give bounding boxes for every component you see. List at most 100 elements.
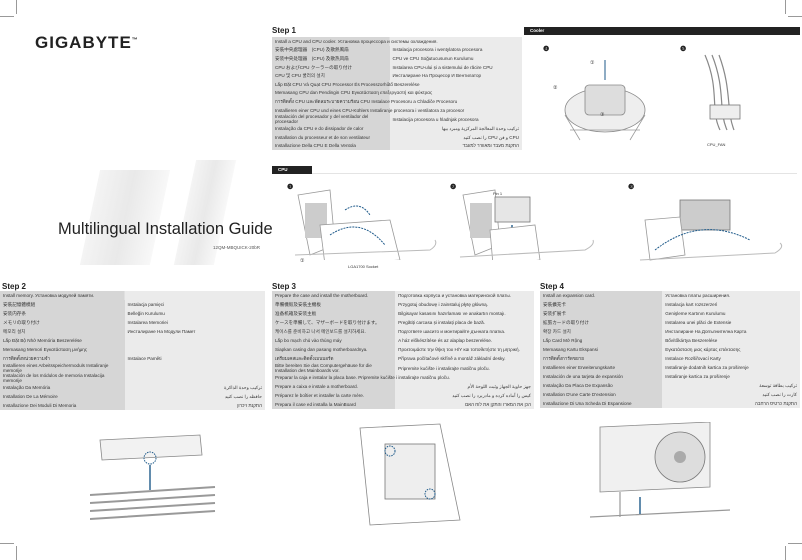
step-number: ❺: [680, 46, 687, 53]
text-row: Install an expansion card.Установка плат…: [540, 291, 800, 300]
page-title: Multilingual Installation Guide: [58, 220, 273, 238]
row-text-left: 케이스를 준비하고 나서 메인보드를 설치하세요.: [272, 327, 396, 336]
row-text-left: Lắp Đặt Bộ Nhớ Memória Beszerelése: [0, 336, 125, 345]
row-text-right: Instalarea unei plăci de Extensie: [662, 318, 800, 327]
row-text-right: [124, 336, 265, 345]
row-text-right: Bővítőkártya Beszerelése: [662, 336, 800, 345]
row-text-left: Installazione Dei Moduli Di Memoria: [0, 401, 125, 411]
row-text-left: Préparez le boîtier et installer la cart…: [272, 391, 396, 401]
row-text-right: Genişleme Kartının Kurulumu: [662, 309, 800, 318]
row-text-right: Προετοιμάστε την θήκη του Η/Υ και τοποθε…: [395, 345, 534, 354]
row-text-right: جهز حاوية الجهاز وثبت اللوحة الأم: [395, 382, 534, 392]
step3-heading: Step 3: [272, 282, 297, 291]
row-text-left: Memasang Memori Εγκατάσταση μνήμης: [0, 345, 125, 354]
row-text-left: Instalación de los módulos de memoria In…: [0, 373, 125, 384]
cpu-insert-illustration: [459, 189, 594, 260]
row-text-right: Instalacja kart rozszerzeń: [662, 300, 800, 309]
crop-mark: [788, 543, 802, 544]
cpu-socket-open-illustration: [294, 189, 437, 260]
step4-text-block: Install an expansion card.Установка плат…: [540, 291, 800, 408]
text-row: Préparez le boîtier et installer la cart…: [272, 391, 534, 401]
row-text-right: کارت را نصب کنید: [662, 390, 800, 399]
row-text-left: 安裝中央處理器 (CPU) 及散熱風扇: [272, 45, 390, 55]
text-row: Installation du processeur et de son ven…: [272, 133, 522, 142]
pin1-label: Pin 1: [493, 191, 503, 196]
cpu-section-bar: CPU: [272, 166, 312, 174]
row-text-right: CPU ve CPU Soğutucusunun Kurulumu: [389, 54, 522, 63]
row-text-left: Prepara il case ed installa la MainBoard: [272, 400, 396, 410]
row-text-right: Instalarea CPU-ului și a sistemului de r…: [389, 62, 522, 72]
row-text-right: Инсталиране На Допълнителна Карта: [662, 327, 800, 336]
row-text-left: 安装扩展卡: [540, 309, 663, 318]
text-row: Memasang CPU dan Pendingin CPU Εγκατάστα…: [272, 88, 522, 98]
row-text-left: การติดตั้งหน่วยความจำ: [0, 354, 125, 363]
row-text-right: התקנת כרטיס הרחבה: [662, 399, 800, 408]
text-row: Lắp Đặt CPU Và Quạt CPU Processor És Pro…: [272, 79, 522, 89]
step-number: ❷: [450, 184, 457, 191]
fan-connector-illustration: [704, 54, 741, 131]
row-text-left: 확장 카드 설치: [540, 327, 663, 336]
text-row: Instalación de los módulos de memoria In…: [0, 373, 265, 384]
row-text-right: Instalacija procesora u hladnjak proceso…: [389, 114, 522, 125]
row-text-right: Instaliranje dodatnih kartica za prošire…: [662, 363, 800, 372]
row-text-right: تركيب وحدة الذاكرة: [124, 383, 265, 393]
row-text-left: Lắp Card Mở Rộng: [540, 336, 663, 345]
row-text-right: התקנת מעבד ומאוורר למעבד: [389, 141, 522, 151]
row-text-right: Подготовка корпуса и установка материнск…: [395, 291, 534, 300]
row-text-right: Инсталиране На Модули Памет: [124, 327, 265, 336]
row-text-right: CPU و فن CPU را نصب کنید: [389, 133, 522, 142]
step-number: ❶: [287, 184, 294, 191]
row-text: Install memory. Установка модулей памяти…: [0, 291, 265, 300]
row-text-right: Belleğin Kurulumu: [124, 309, 265, 318]
socket-label: LGA1700 Socket: [348, 264, 379, 269]
row-text-left: Installazione Di Una Scheda Di Espansion…: [540, 399, 663, 408]
row-text-right: Instalarea Memoriei: [124, 318, 265, 327]
row-text-left: Instalação Da Placa De Expansão: [540, 381, 663, 390]
row-text-left: Installazione Della CPU E Della Ventola: [272, 141, 390, 151]
row-text-right: Příprava počítačové skříně a montáž zákl…: [395, 354, 534, 363]
row-text-left: CPU 및 CPU 쿨러의 설치: [272, 71, 390, 80]
gigabyte-logo: GIGABYTE™: [35, 33, 139, 52]
row-text-right: Instalacja procesora i wentylatora proce…: [389, 45, 522, 55]
motherboard-install-illustration: [359, 423, 461, 526]
row-text-left: CPU およびCPU クーラーの取り付け: [272, 62, 390, 72]
step2-heading: Step 2: [2, 282, 27, 291]
row-text-right: تركيب بطاقة توسعة: [662, 381, 800, 390]
document-code: 12QM-MBQUICK-20bR: [213, 245, 261, 250]
row-text-right: [124, 363, 265, 374]
text-row: Installazione Di Una Scheda Di Espansion…: [540, 399, 800, 408]
row-text-right: Instaliranje kartica za proširenje: [662, 372, 800, 381]
crop-mark: [0, 16, 14, 17]
callout: ③: [600, 112, 605, 118]
row-text-right: Przygotuj obudowę i zainstaluj płytę głó…: [395, 300, 534, 309]
row-text-right: [124, 345, 265, 354]
connector-label: CPU_FAN: [707, 142, 726, 147]
row-text-right: Подгответе шасито и монтирайте дънната п…: [395, 327, 534, 336]
text-row: Preparar la caja e instalar la placa bas…: [272, 373, 534, 383]
row-text-right: Εγκατάσταση μιας κάρτας επέκτασης: [662, 345, 800, 354]
text-row: 케이스를 준비하고 나서 메인보드를 설치하세요.Подгответе шаси…: [272, 327, 534, 336]
row-text-left: ケースを準備して、マザーボードを取り付けます。: [272, 318, 396, 327]
row-text-right: حافظه را نصب کنید: [124, 392, 265, 402]
row-text-left: Instalación del procesador y del ventila…: [272, 114, 390, 125]
cooler-illustration: [564, 60, 646, 141]
row-text-left: 메모리 설치: [0, 327, 125, 336]
text-row: Bitte bereiten Sie das Computergehäuse f…: [272, 363, 534, 374]
row-text-left: 安裝擴充卡: [540, 300, 663, 309]
